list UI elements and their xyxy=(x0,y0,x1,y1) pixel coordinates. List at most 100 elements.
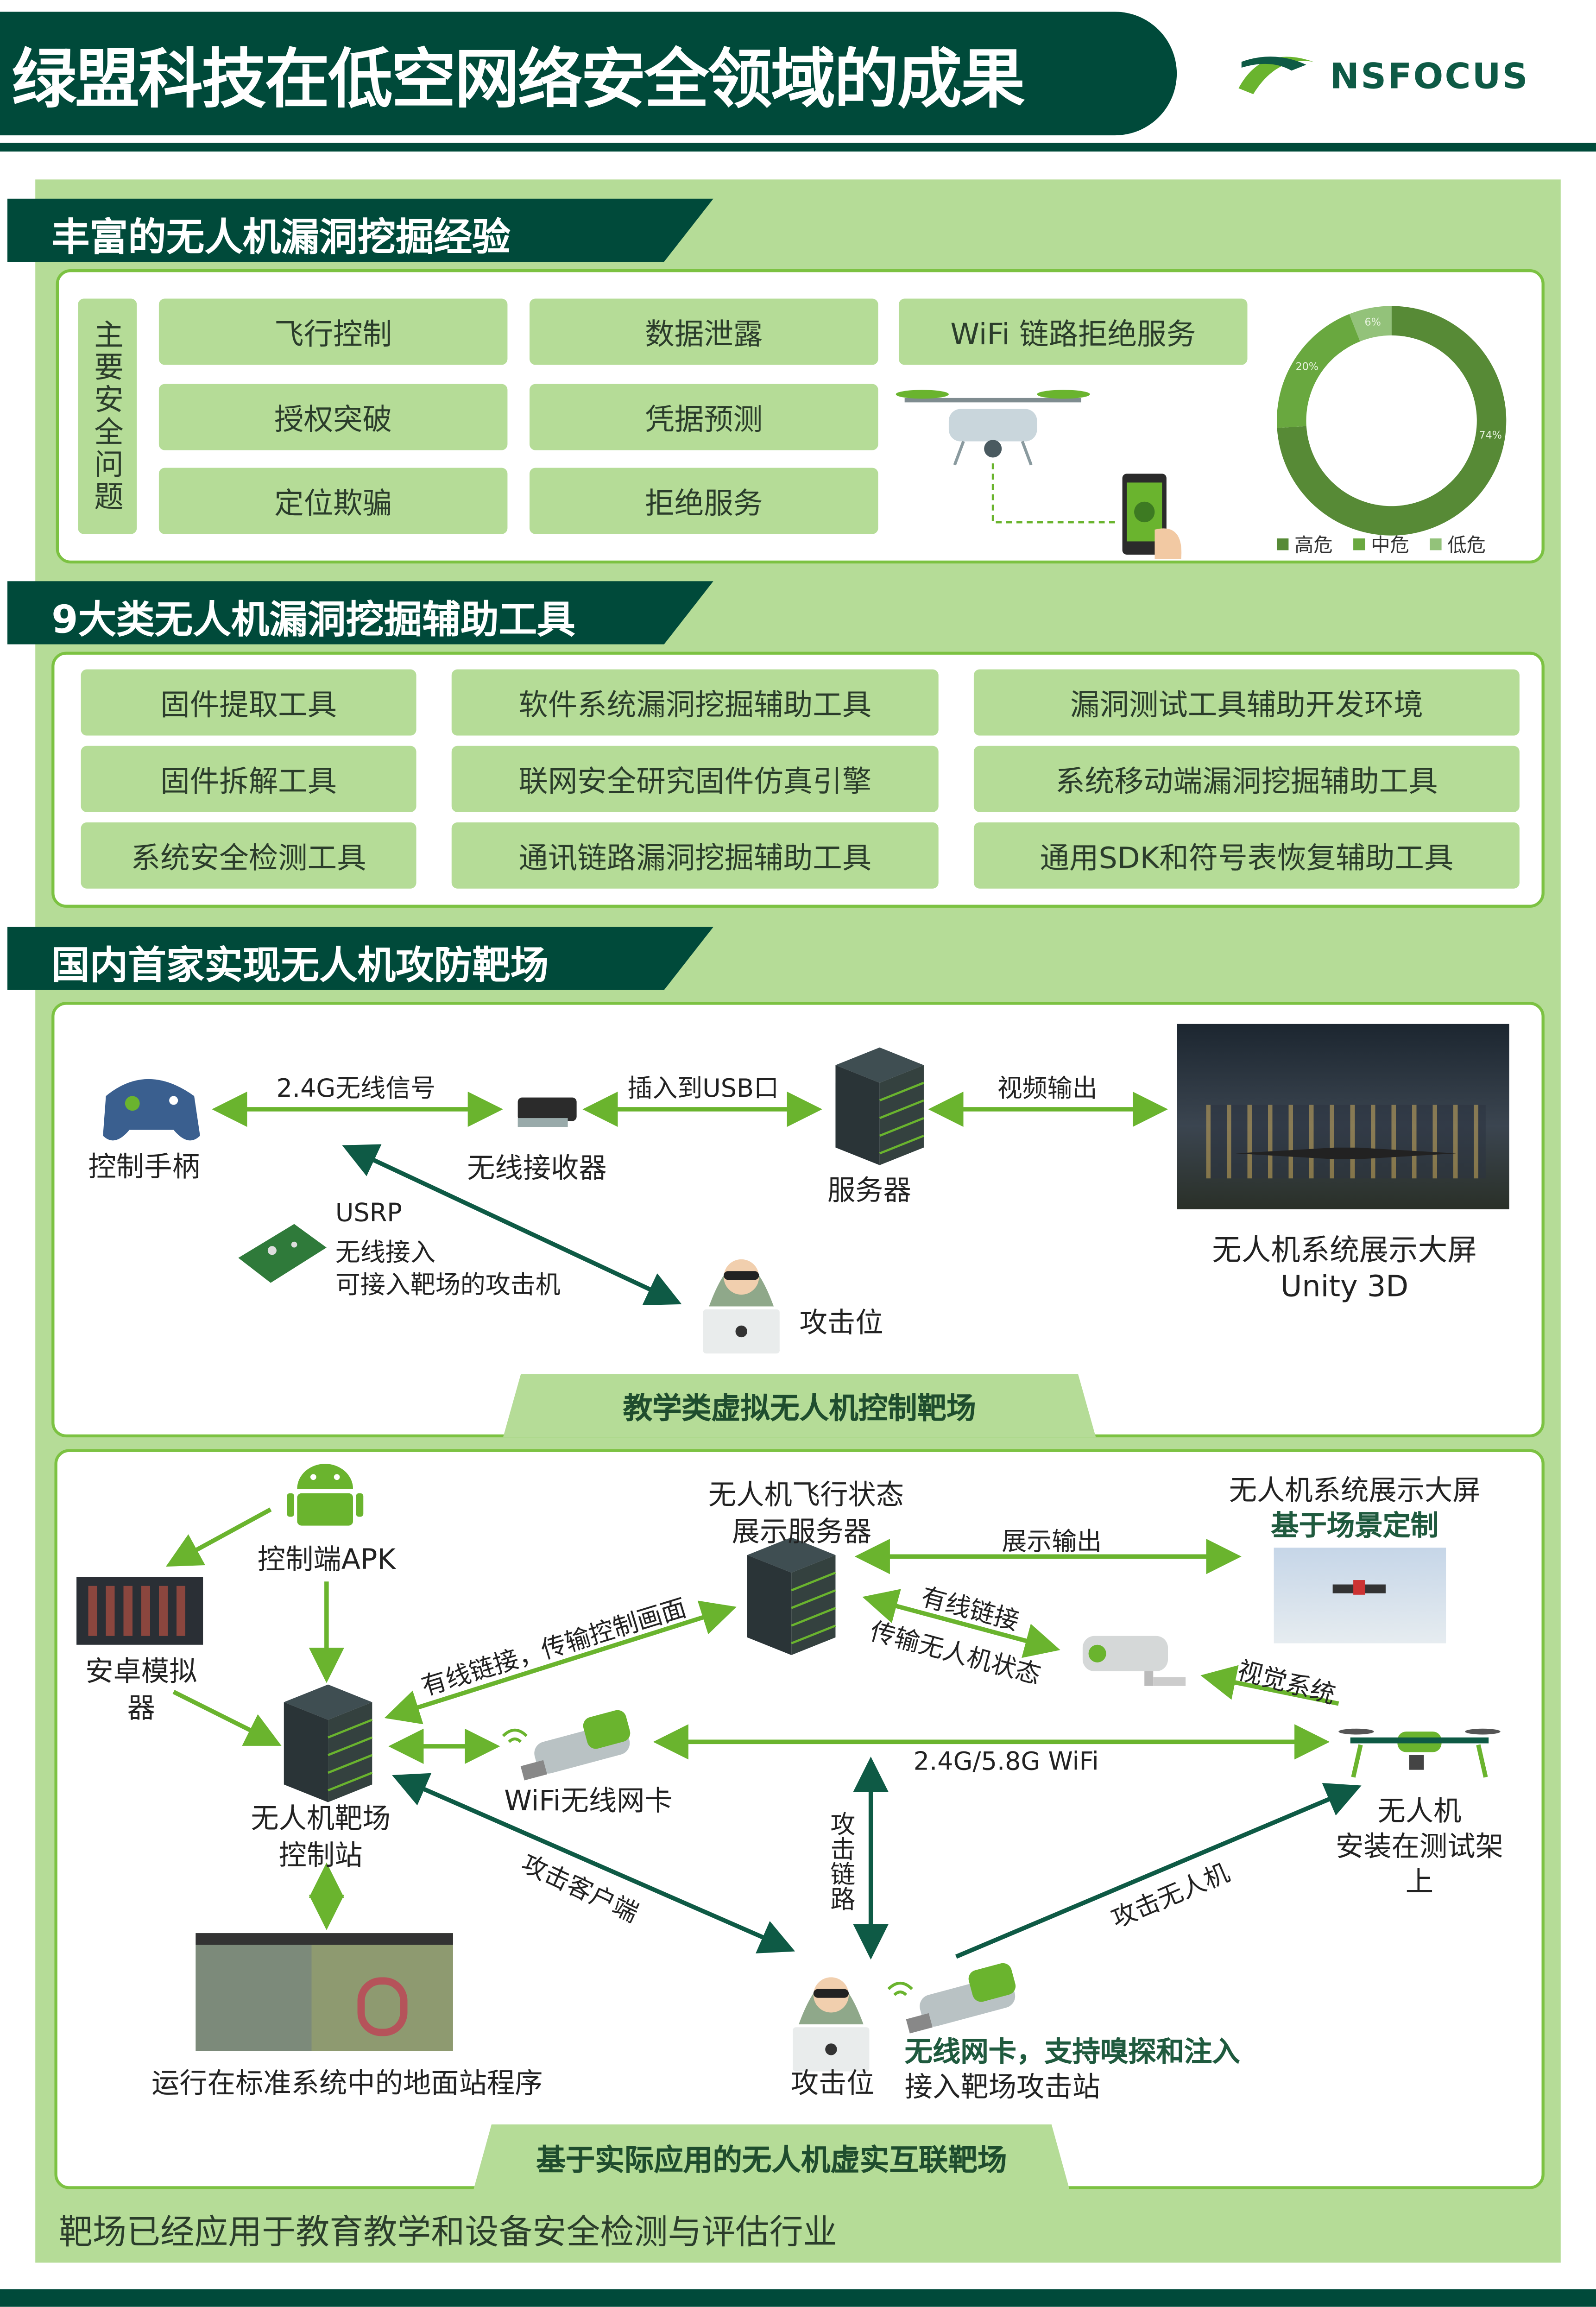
usb-receiver-icon xyxy=(517,1097,577,1127)
station-label: 控制站 xyxy=(278,1839,363,1872)
arrow-apk-emulator xyxy=(165,1507,272,1567)
gamepad-icon xyxy=(103,1079,200,1141)
page-title: 绿盟科技在低空网络安全领域的成果 xyxy=(12,43,1025,118)
section-title: 丰富的无人机漏洞挖掘经验 xyxy=(51,216,511,260)
attack-nic-icon xyxy=(889,1961,1018,2034)
camera-icon xyxy=(1082,1636,1186,1686)
tool-tag: 系统移动端漏洞挖掘辅助工具 xyxy=(973,746,1520,812)
issue-tag: 定位欺骗 xyxy=(158,468,508,534)
donut-slice-2 xyxy=(1349,306,1392,341)
apk-label: 控制端APK xyxy=(257,1544,396,1577)
attacker-label: 攻击位 xyxy=(799,1307,883,1340)
header-rule xyxy=(0,142,1596,152)
status-server-label: 无人机飞行状态 xyxy=(708,1479,904,1512)
donut-slice-1 xyxy=(1276,314,1360,428)
wifi-card-label: WiFi无线网卡 xyxy=(504,1785,673,1818)
logo-text: NSFOCUS xyxy=(1330,56,1529,97)
emulator-label: 安卓模拟 xyxy=(85,1656,197,1688)
chart-legend: 高危 中危 低危 xyxy=(1276,530,1486,558)
unity-3d-screenshot xyxy=(1177,1024,1509,1209)
virtual-range-tab: 教学类虚拟无人机控制靶场 xyxy=(503,1374,1096,1438)
tool-tag: 通用SDK和符号表恢复辅助工具 xyxy=(973,822,1520,889)
drone-icon xyxy=(896,390,1090,466)
issue-tag: 授权突破 xyxy=(158,384,508,450)
tool-tag: 系统安全检测工具 xyxy=(81,822,416,889)
drone-label: 安装在测试架 xyxy=(1335,1831,1503,1864)
tool-tag: 软件系统漏洞挖掘辅助工具 xyxy=(451,669,939,736)
donut-data-label: 6% xyxy=(1365,316,1381,328)
usb-label: 插入到USB口 xyxy=(627,1074,779,1104)
screen-label: 无人机系统展示大屏 xyxy=(1212,1232,1477,1268)
attack-link-label: 攻击链路 xyxy=(824,1811,854,1911)
signal-label: 2.4G无线信号 xyxy=(276,1074,436,1104)
phone-icon xyxy=(1122,474,1182,559)
legend-swatch xyxy=(1276,537,1289,550)
nic-sublabel: 接入靶场攻击站 xyxy=(904,2071,1101,2104)
display-output-label: 展示输出 xyxy=(1002,1528,1102,1557)
legend-label: 高危 xyxy=(1294,535,1333,558)
legend-label: 低危 xyxy=(1447,535,1486,558)
arrow-attack-drone xyxy=(955,1783,1362,1959)
footer-band xyxy=(0,2289,1596,2307)
legend-label: 中危 xyxy=(1371,535,1409,558)
section-heading-3: 国内首家实现无人机攻防靶场 xyxy=(7,927,713,990)
server-label: 服务器 xyxy=(827,1175,911,1207)
legend-item-low: 低危 xyxy=(1430,530,1486,557)
gamepad-label: 控制手柄 xyxy=(88,1151,200,1184)
donut-data-label: 20% xyxy=(1296,361,1318,373)
section-title: 9大类无人机漏洞挖掘辅助工具 xyxy=(51,599,575,643)
arrow-vision xyxy=(1200,1665,1339,1706)
nsfocus-logo: NSFOCUS xyxy=(1233,44,1586,110)
ground-station-screenshot xyxy=(196,1933,453,2051)
wifi-band-label: 2.4G/5.8G WiFi xyxy=(913,1748,1099,1777)
section-heading-1: 丰富的无人机漏洞挖掘经验 xyxy=(7,198,713,262)
android-icon xyxy=(287,1464,364,1526)
status-server-label: 展示服务器 xyxy=(732,1516,872,1549)
arrow-emulator-station xyxy=(172,1690,282,1746)
issue-tag: 飞行控制 xyxy=(158,298,508,365)
header-banner xyxy=(0,12,1177,136)
tool-tag: 固件提取工具 xyxy=(81,669,416,736)
drone-phone-illustration xyxy=(896,390,1182,559)
tool-tag: 联网安全研究固件仿真引擎 xyxy=(451,746,939,812)
attacker-label: 攻击位 xyxy=(790,2067,875,2100)
arrow-camera-link xyxy=(862,1589,1060,1658)
screen-sublabel: 基于场景定制 xyxy=(1271,1510,1439,1543)
issue-tag: 拒绝服务 xyxy=(530,468,878,534)
usrp-board-icon xyxy=(238,1224,327,1283)
station-label: 无人机靶场 xyxy=(251,1803,391,1835)
legend-swatch xyxy=(1353,537,1365,550)
arrow-station-statusserver xyxy=(384,1600,737,1725)
usrp-label: 可接入靶场的攻击机 xyxy=(335,1271,561,1301)
video-label: 视频输出 xyxy=(997,1074,1098,1104)
server-icon xyxy=(835,1048,924,1165)
attacker-icon xyxy=(793,1977,870,2072)
receiver-label: 无线接收器 xyxy=(467,1152,607,1185)
section-title: 国内首家实现无人机攻防靶场 xyxy=(51,944,549,989)
side-label: 主要安全问题 xyxy=(78,298,137,534)
legend-item-high: 高危 xyxy=(1276,530,1333,558)
ground-station-label: 运行在标准系统中的地面站程序 xyxy=(151,2067,543,2100)
screen-sublabel: Unity 3D xyxy=(1280,1268,1409,1304)
legend-swatch xyxy=(1430,537,1442,550)
status-server-icon xyxy=(747,1537,836,1655)
attacker-icon xyxy=(703,1259,780,1354)
logo-swoosh-icon xyxy=(1238,57,1314,95)
drone-icon xyxy=(1338,1728,1501,1778)
legend-item-medium: 中危 xyxy=(1353,530,1409,557)
usrp-label: 无线接入 xyxy=(335,1239,435,1268)
severity-donut-chart: 74% 20% 6% xyxy=(1276,306,1507,536)
usrp-label: USRP xyxy=(335,1199,402,1229)
issue-tag: WiFi 链路拒绝服务 xyxy=(898,298,1248,365)
nic-label: 无线网卡，支持嗅探和注入 xyxy=(904,2036,1240,2069)
android-emulator-screenshot xyxy=(76,1577,203,1645)
arrow-attacker-link xyxy=(342,1144,682,1306)
drone-label: 无人机 xyxy=(1377,1795,1462,1828)
screen-label: 无人机系统展示大屏 xyxy=(1229,1475,1481,1507)
tool-tag: 固件拆解工具 xyxy=(81,746,416,812)
section-heading-2: 9大类无人机漏洞挖掘辅助工具 xyxy=(7,581,713,645)
donut-data-label: 74% xyxy=(1479,430,1501,442)
real-range-tab: 基于实际应用的无人机虚实互联靶场 xyxy=(473,2124,1070,2189)
